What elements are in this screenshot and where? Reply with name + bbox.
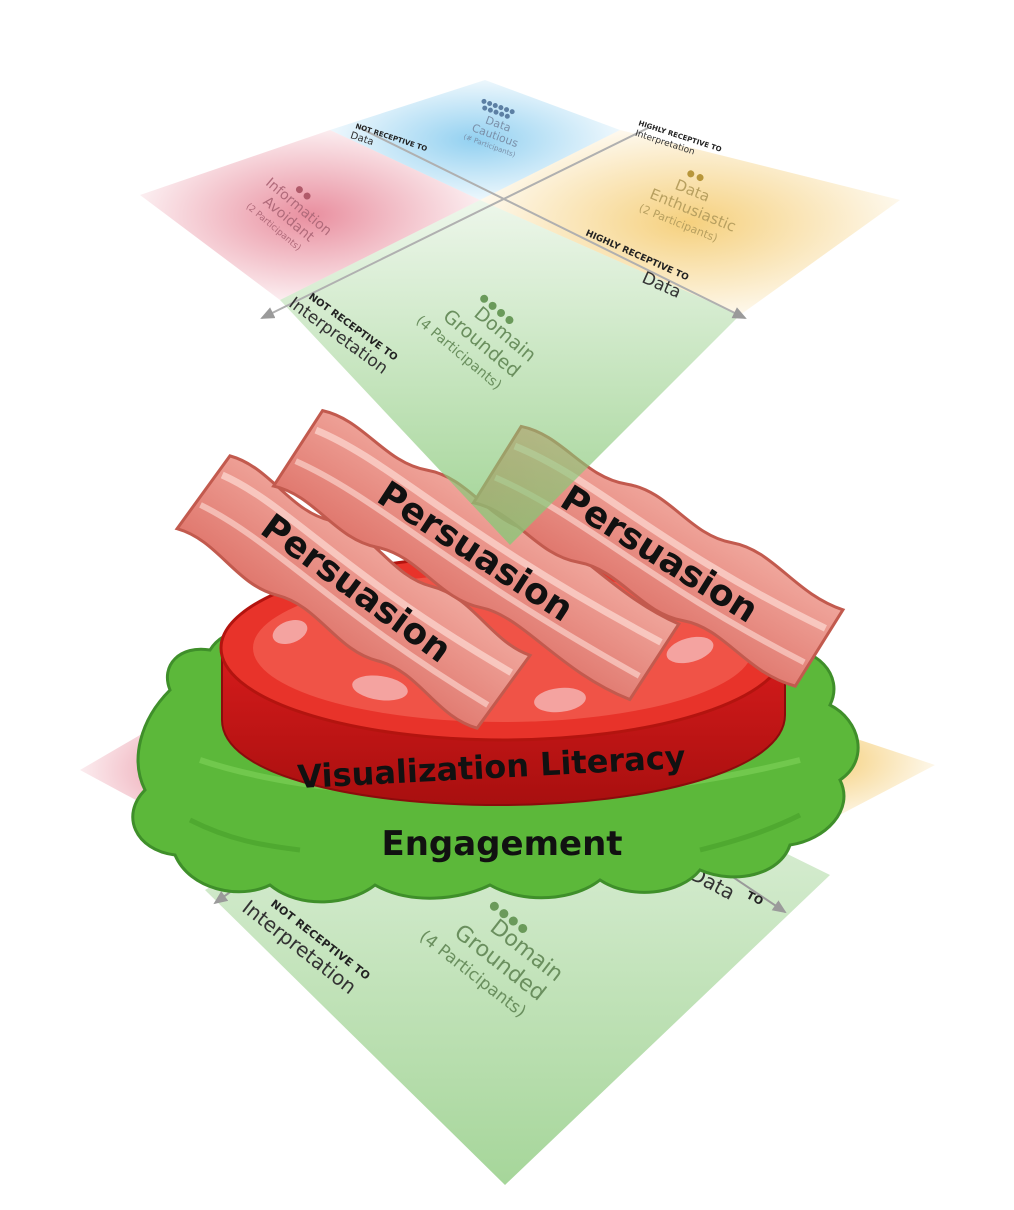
top-axis-diag-2: [260, 127, 649, 319]
bottom-grounded-dots: [489, 901, 528, 933]
enthusiastic-dots: [687, 170, 704, 182]
lettuce-label: Engagement: [381, 824, 622, 864]
top-quadrant-layer: Data Cautious (# Participants) Informati…: [140, 80, 900, 545]
top-axis-diag-1: [359, 127, 747, 319]
grounded-dots: [480, 294, 514, 325]
avoidant-dots: [295, 186, 311, 200]
top-plane-pink: [140, 130, 480, 300]
cautious-dots: [481, 98, 515, 119]
top-plane-blue: [330, 80, 620, 200]
top-plane-green: [280, 200, 740, 545]
top-plane-yellow: [480, 130, 900, 315]
